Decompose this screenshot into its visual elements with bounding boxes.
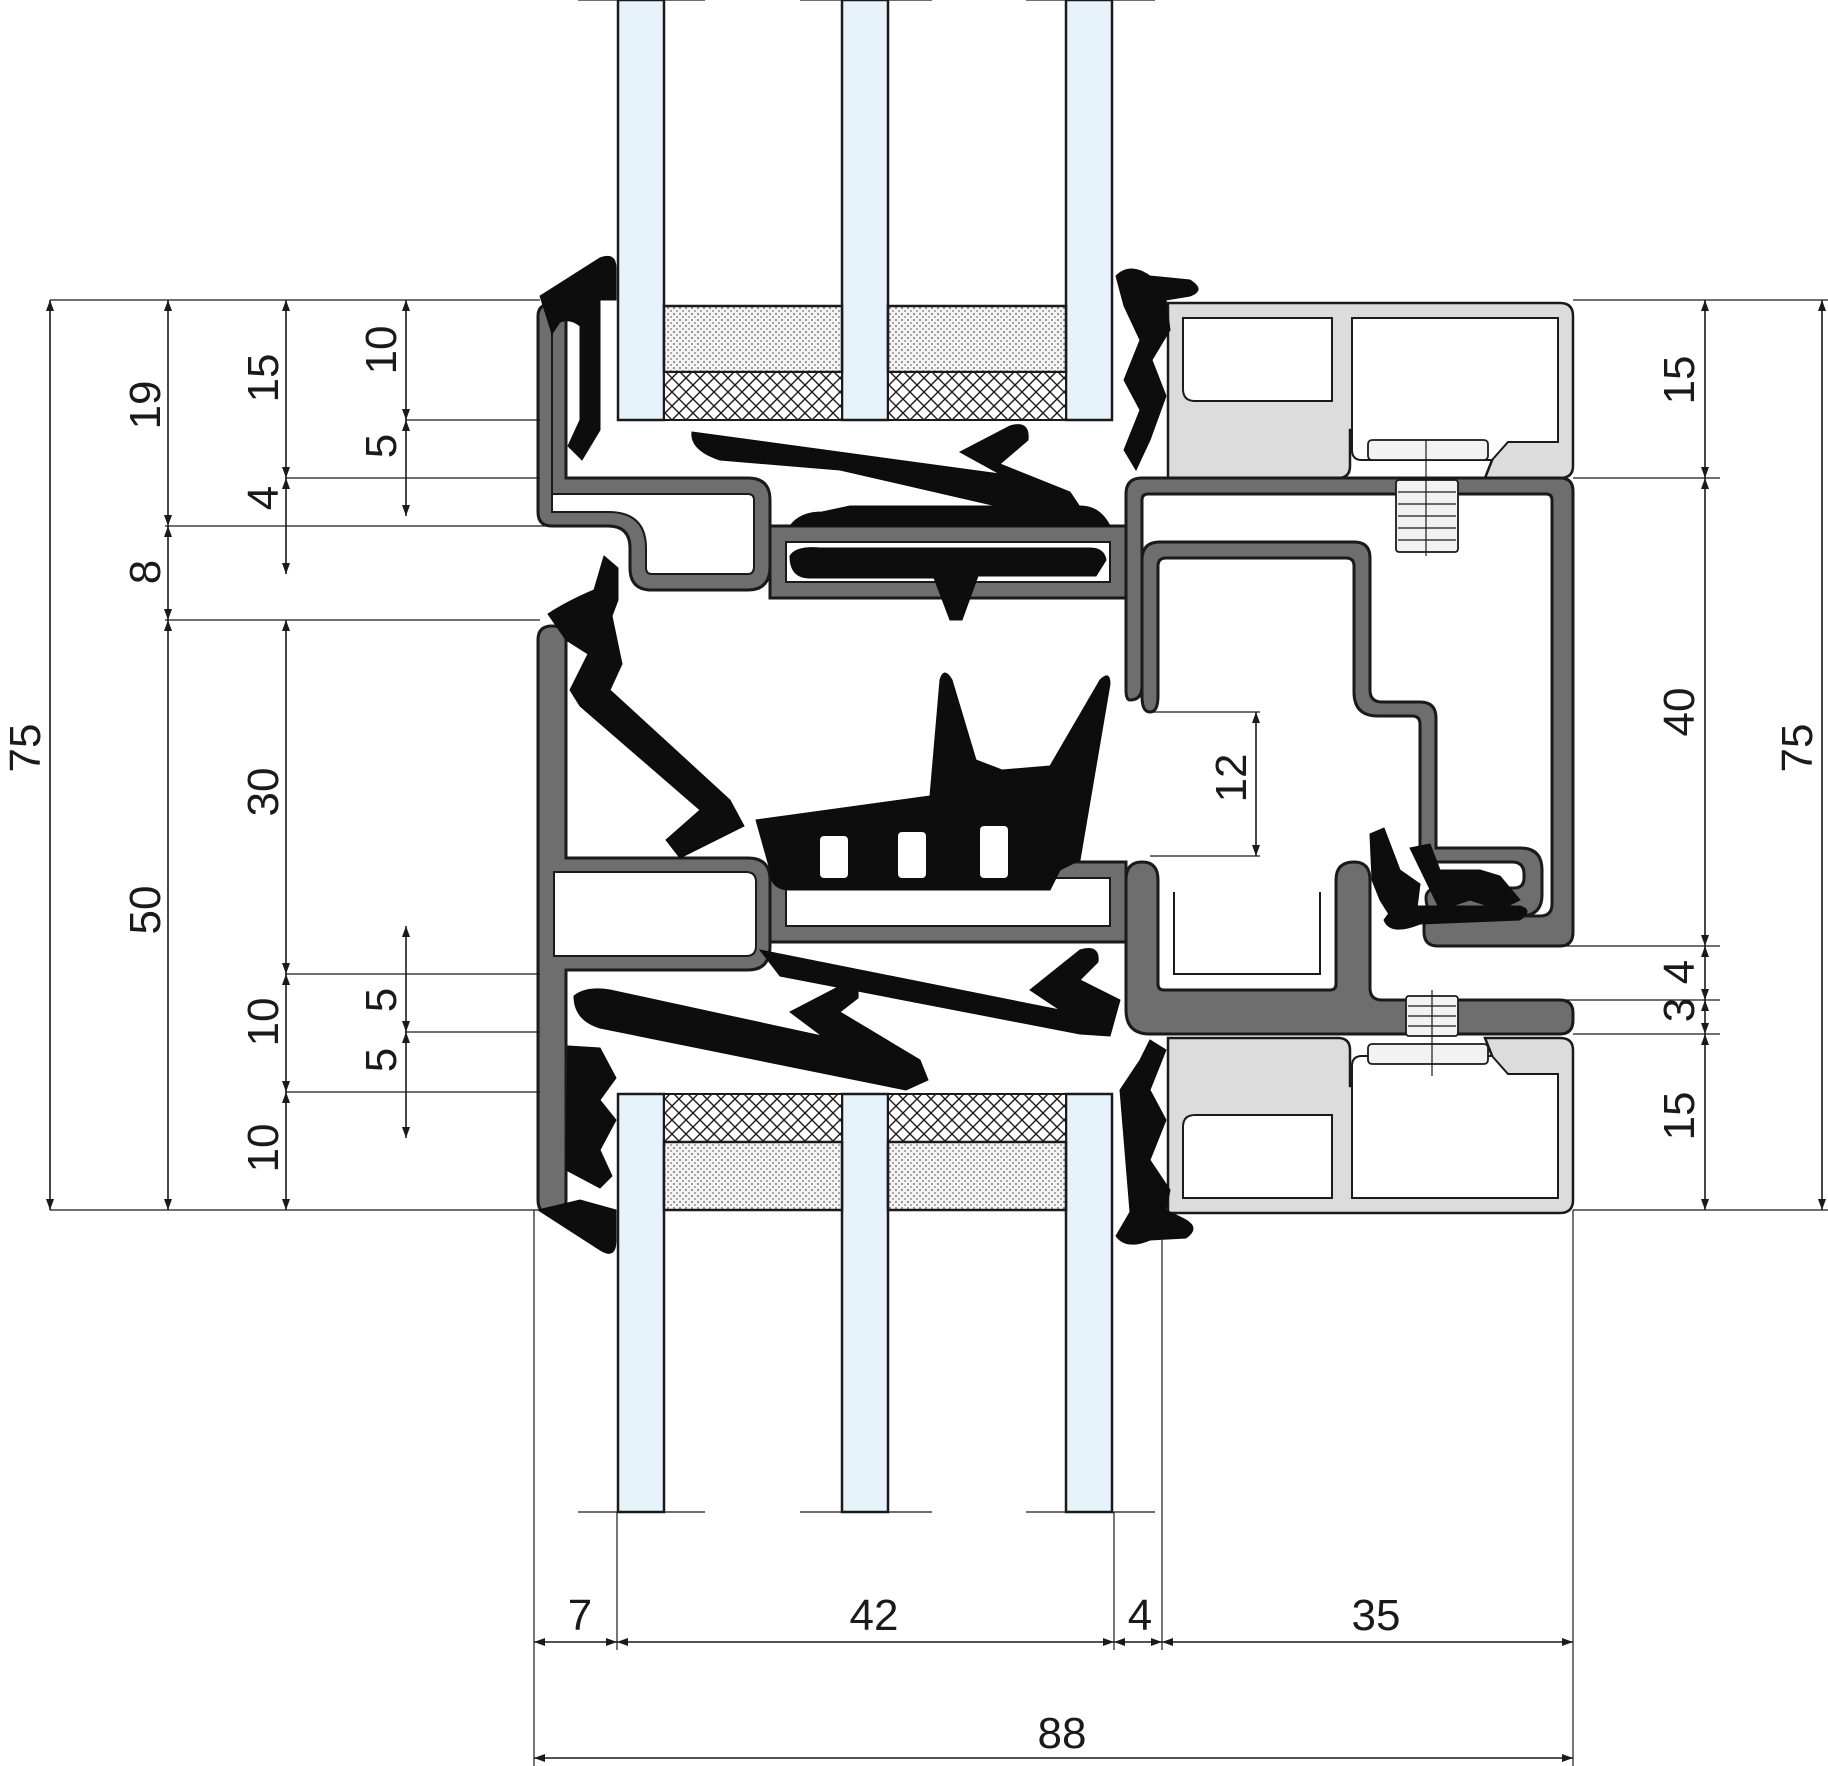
screw-top [1395, 440, 1459, 556]
dim-left-4: 4 [239, 486, 288, 510]
sash-profile-right-inner [1140, 540, 1544, 918]
gaskets [536, 255, 1528, 1254]
dim-left-50: 50 [121, 886, 170, 935]
screw-bottom [1405, 990, 1459, 1076]
sealant-top-left [663, 371, 843, 421]
dim-left-5-mid: 5 [357, 988, 406, 1012]
dim-right-total: 75 [1773, 724, 1822, 773]
dim-left-total: 75 [1, 724, 50, 773]
dim-bottom-total: 88 [1038, 1709, 1087, 1758]
dim-left-5-low: 5 [357, 1048, 406, 1072]
dim-left-15: 15 [239, 354, 288, 403]
dim-left-10-top: 10 [357, 326, 406, 375]
dim-left-5-top: 5 [357, 434, 406, 458]
glass-pane-inner-bottom [1064, 1092, 1114, 1514]
dim-bottom-4: 4 [1128, 1591, 1152, 1640]
spacer-bottom-right [886, 1140, 1068, 1212]
dimension-lines-left [46, 300, 410, 1210]
dimension-lines-bottom [534, 1638, 1573, 1762]
dim-left-10a: 10 [239, 998, 288, 1047]
dim-right-15-bottom: 15 [1655, 1092, 1704, 1141]
dim-bottom-7: 7 [568, 1591, 592, 1640]
dim-left-30: 30 [239, 768, 288, 817]
sealant-top-right [887, 371, 1067, 421]
frame-profile-bottom [1124, 860, 1575, 1036]
sealant-bottom-left [663, 1093, 843, 1143]
dim-left-19: 19 [121, 381, 170, 430]
glass-pane-middle-bottom [840, 1092, 890, 1514]
glass-pane-middle-top [840, 0, 890, 422]
dim-bottom-35: 35 [1352, 1591, 1401, 1640]
glazing-bead-top [1166, 301, 1575, 480]
extension-lines-right [1150, 299, 1828, 1211]
extension-lines-left [50, 299, 560, 1211]
dim-right-15-top: 15 [1655, 356, 1704, 405]
glass-pane-outer-bottom [616, 1092, 666, 1514]
dimension-lines-right [1252, 300, 1826, 1210]
glass-pane-inner-top [1064, 0, 1114, 422]
spacer-top-left [662, 304, 844, 374]
sealant-bottom-right [887, 1093, 1067, 1143]
glazing-unit [578, 0, 1155, 1514]
dim-bottom-42: 42 [850, 1591, 899, 1640]
glazing-bead-bottom [1166, 1036, 1575, 1215]
dim-right-40: 40 [1655, 688, 1704, 737]
spacer-top-right [886, 304, 1068, 374]
dim-vent-12: 12 [1207, 754, 1256, 803]
glass-pane-outer-top [616, 0, 666, 422]
dim-left-10b: 10 [239, 1124, 288, 1173]
dim-right-3: 3 [1655, 998, 1704, 1022]
spacer-bottom-left [662, 1140, 844, 1212]
dim-left-8: 8 [121, 560, 170, 584]
extension-lines-bottom [533, 1210, 1574, 1766]
dim-right-4: 4 [1655, 960, 1704, 984]
